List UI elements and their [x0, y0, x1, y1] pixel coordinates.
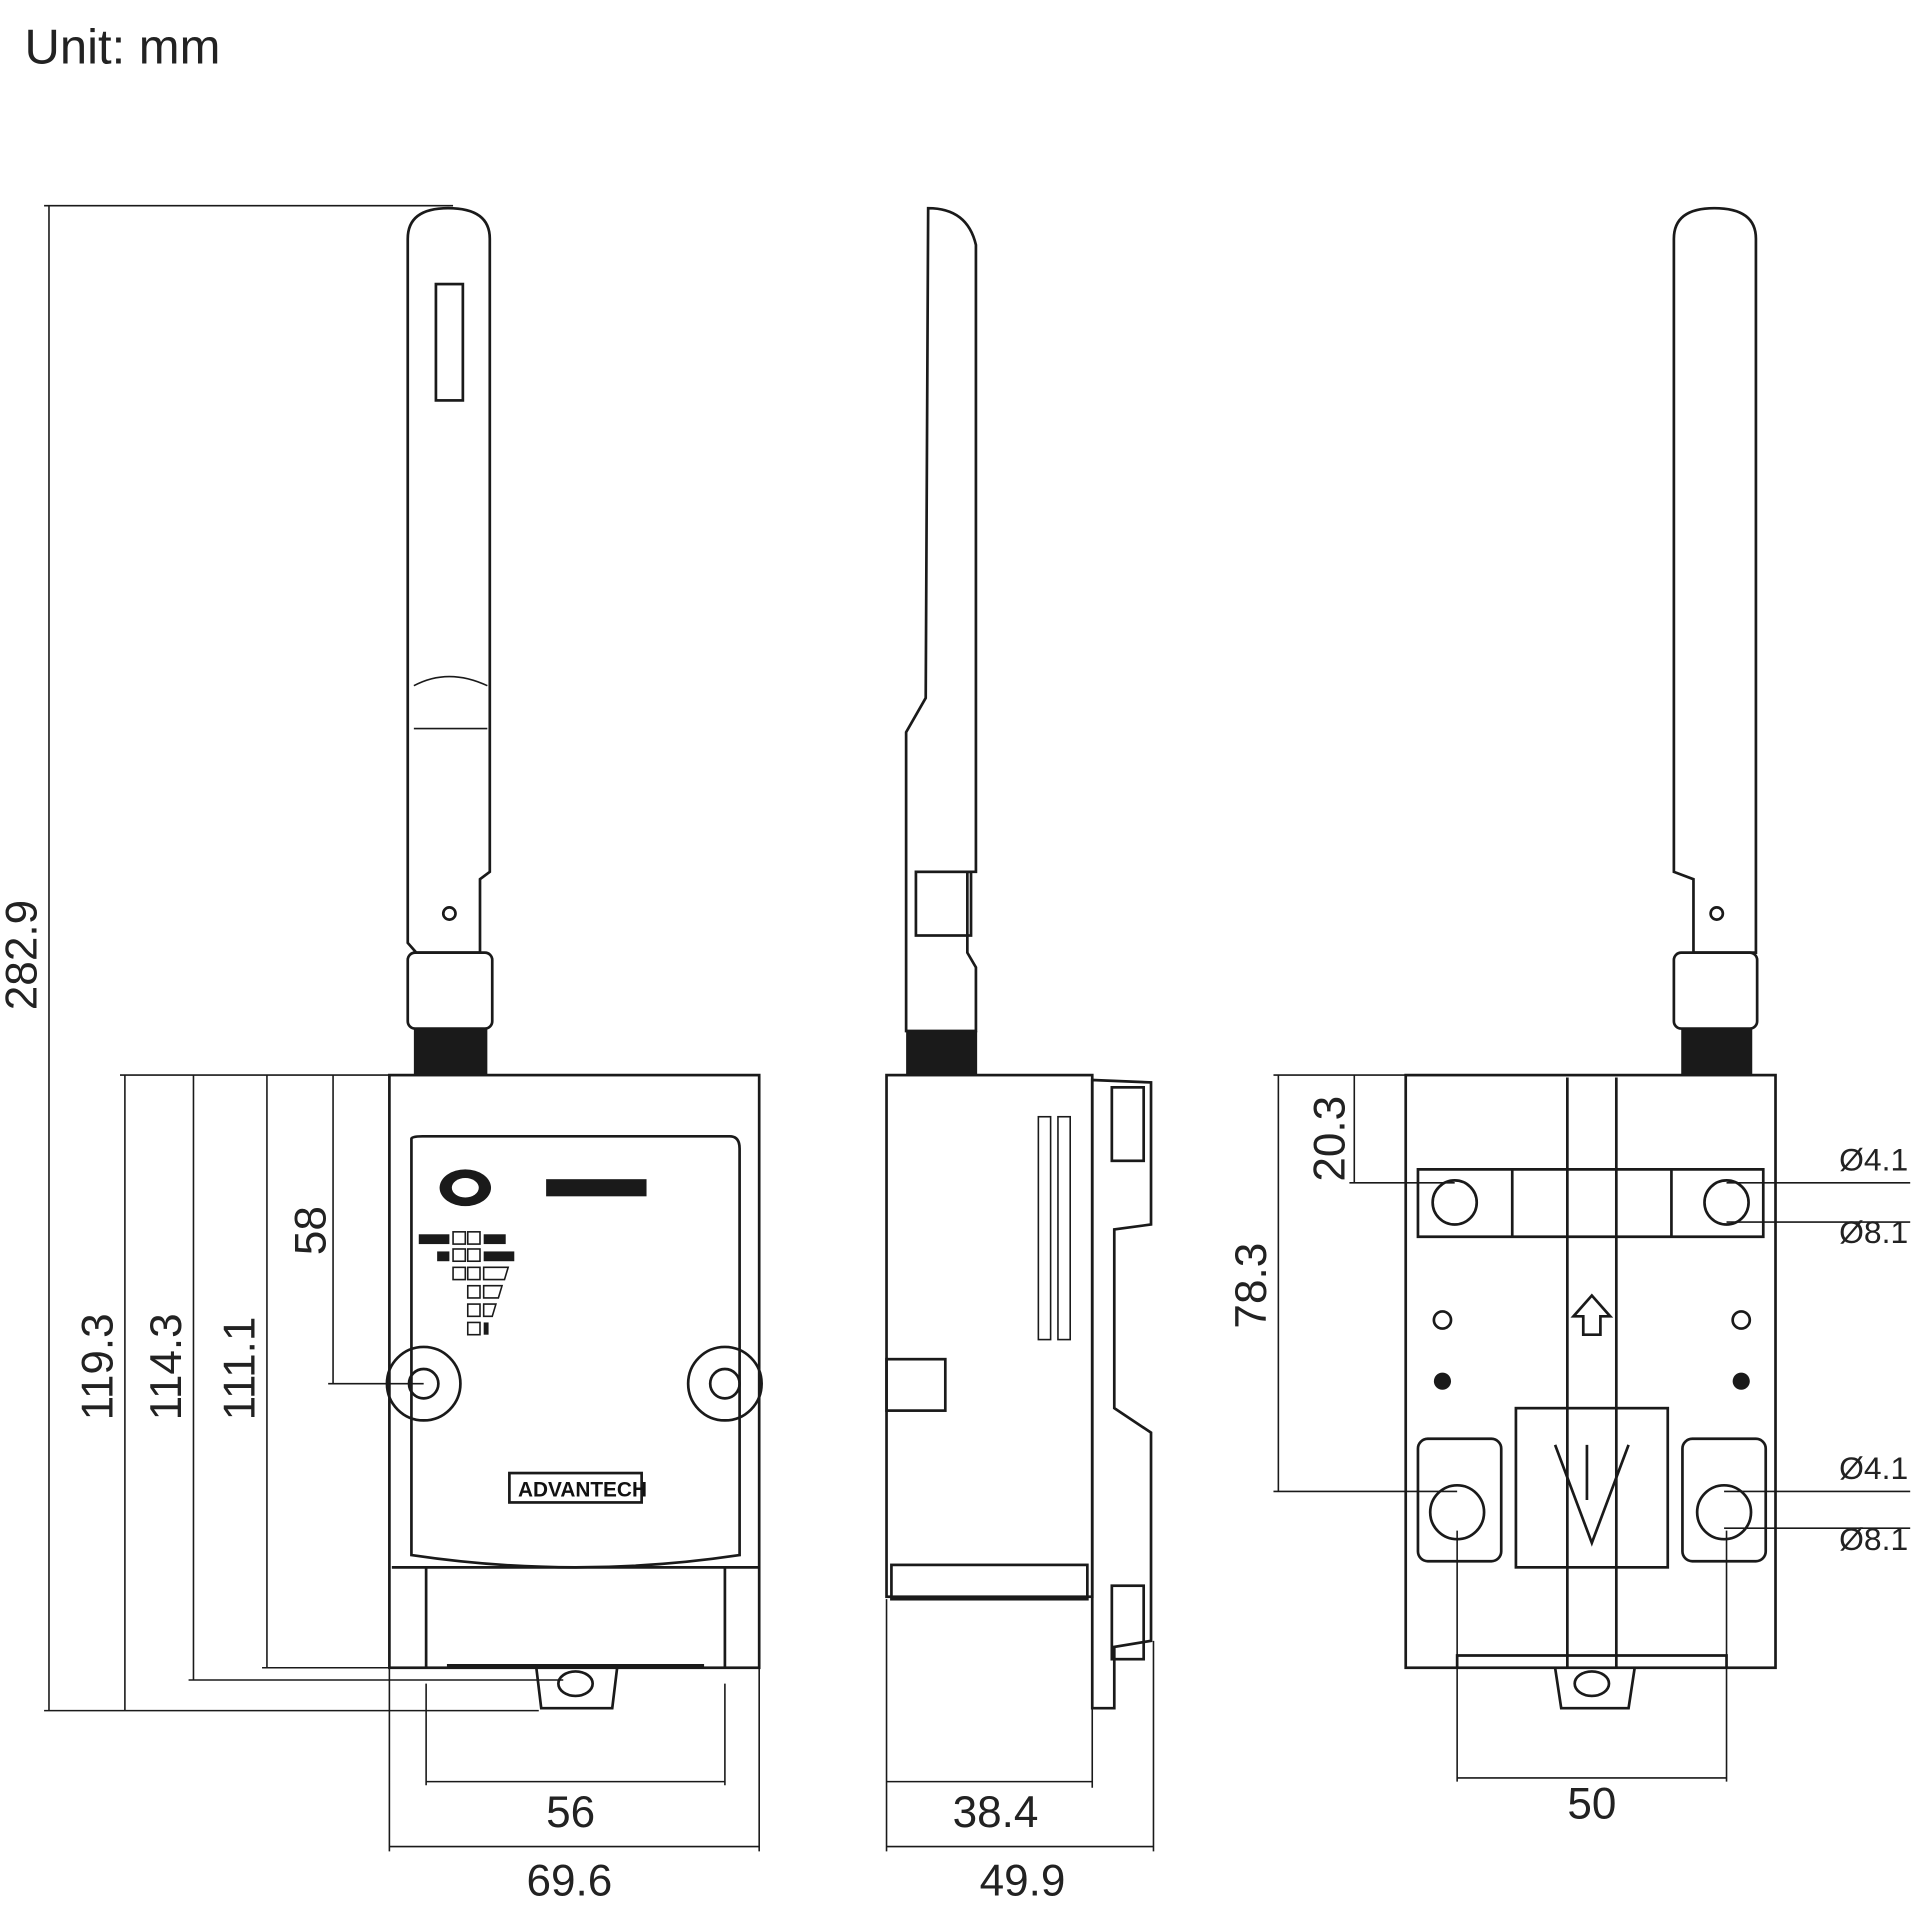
screw-right: [686, 1345, 763, 1422]
antenna-connector: [406, 951, 494, 1030]
dim-111-1: 111.1: [216, 1317, 265, 1421]
dim-282-9: 282.9: [0, 900, 47, 1010]
side-antenna-nut: [906, 1031, 978, 1076]
antenna-logo: [434, 282, 465, 402]
dim-58: 58: [287, 1206, 336, 1255]
side-view: 38.4 49.9: [885, 206, 1155, 1906]
front-housing: [388, 1073, 761, 1670]
back-view: 20.3 78.3 Ø4.1 Ø8.1 Ø4.1 Ø8.1 50: [1227, 206, 1911, 1828]
hole-bottom-right: [1695, 1483, 1753, 1541]
front-logo: ADVANTECH: [518, 1478, 647, 1501]
dim-69-6: 69.6: [527, 1857, 613, 1906]
antenna: [406, 206, 492, 954]
unit-label: Unit: mm: [24, 21, 220, 75]
dim-hole-top-small: Ø4.1: [1839, 1142, 1908, 1178]
antenna-nut: [413, 1028, 488, 1076]
model-label: [546, 1179, 647, 1197]
side-housing: [885, 1073, 1094, 1599]
side-vents: [1037, 1115, 1052, 1341]
led-panel: [418, 1231, 515, 1336]
dim-38-4: 38.4: [953, 1788, 1039, 1837]
up-arrow-icon: [1570, 1293, 1614, 1337]
dim-56: 56: [546, 1788, 595, 1837]
hole-top-right: [1703, 1179, 1750, 1226]
back-housing: [1404, 1073, 1777, 1670]
front-logo-box: [508, 1471, 643, 1504]
dim-hole-bottom-large: Ø8.1: [1839, 1521, 1908, 1557]
dim-119-3: 119.3: [74, 1313, 123, 1420]
dim-50: 50: [1567, 1779, 1616, 1828]
dim-114-3: 114.3: [142, 1313, 191, 1420]
dim-hole-top-large: Ø8.1: [1839, 1214, 1908, 1250]
dim-20-3: 20.3: [1305, 1096, 1354, 1182]
dim-49-9: 49.9: [980, 1857, 1066, 1906]
dim-hole-bottom-small: Ø4.1: [1839, 1450, 1908, 1486]
back-antenna: [1672, 206, 1758, 954]
front-view: ADVANTECH 282.9 119.3 114.3 111.1 58 56 …: [0, 204, 763, 1906]
hole-top-left: [1431, 1179, 1479, 1226]
dim-78-3: 78.3: [1227, 1243, 1276, 1329]
din-clip: [1514, 1406, 1670, 1569]
